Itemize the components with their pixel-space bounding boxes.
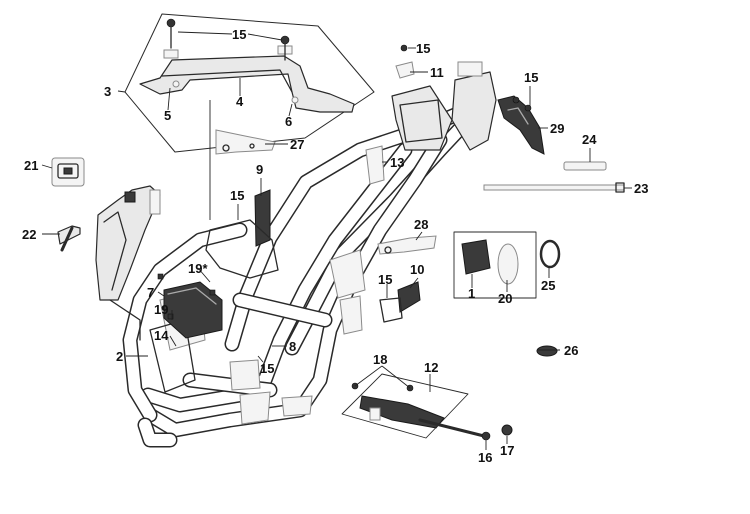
callout-21: 21	[24, 158, 38, 173]
callout-labels: 15 15 3 4 5 6 11 15 29 24 27 13 21 9 15 …	[22, 27, 648, 465]
part-2-rear-mount	[95, 185, 161, 341]
callout-18: 18	[373, 352, 387, 367]
callout-15: 15	[232, 27, 246, 42]
part-25-band	[539, 239, 561, 269]
callout-3: 3	[104, 84, 111, 99]
part-21-clip	[51, 157, 85, 187]
callout-28: 28	[414, 217, 428, 232]
callout-6: 6	[285, 114, 292, 129]
callout-7: 7	[147, 285, 154, 300]
part-7-plate	[157, 273, 223, 339]
main-frame	[122, 61, 497, 448]
part-17-nut	[501, 424, 513, 436]
leader-lines	[41, 31, 632, 450]
part-1-reflector-assembly	[453, 231, 537, 299]
callout-5: 5	[164, 108, 171, 123]
callout-15: 15	[230, 188, 244, 203]
part-29-bracket	[497, 95, 545, 155]
part-24-strip	[563, 161, 607, 171]
callout-2: 2	[116, 349, 123, 364]
callout-9: 9	[256, 162, 263, 177]
callout-27: 27	[290, 137, 304, 152]
callout-15: 15	[378, 272, 392, 287]
callout-19: 19	[154, 302, 168, 317]
part-28-bracket	[377, 235, 437, 255]
callout-22: 22	[22, 227, 36, 242]
callout-15: 15	[260, 361, 274, 376]
callout-29: 29	[550, 121, 564, 136]
callout-14: 14	[154, 328, 169, 343]
callout-23: 23	[634, 181, 648, 196]
callout-8: 8	[289, 339, 296, 354]
callout-13: 13	[390, 155, 404, 170]
part-16-bolt	[418, 418, 491, 441]
callout-11: 11	[430, 65, 444, 80]
part-13-bracket	[365, 145, 385, 185]
callout-1: 1	[468, 286, 475, 301]
callout-12: 12	[424, 360, 438, 375]
callout-24: 24	[582, 132, 597, 147]
callout-16: 16	[478, 450, 492, 465]
part-23-rod	[483, 182, 625, 193]
part-9-footrest	[205, 189, 279, 279]
callout-19-asterisk: 19*	[188, 261, 208, 276]
callout-26: 26	[564, 343, 578, 358]
part-26-plug	[536, 345, 558, 357]
callout-4: 4	[236, 94, 244, 109]
callout-17: 17	[500, 443, 514, 458]
part-10-footrest	[379, 281, 421, 323]
callout-10: 10	[410, 262, 424, 277]
callout-15: 15	[524, 70, 538, 85]
callout-20: 20	[498, 291, 512, 306]
part-27-bracket	[215, 129, 276, 155]
part-11-clamp	[395, 44, 415, 79]
callout-25: 25	[541, 278, 555, 293]
part-22-hex-key	[57, 225, 81, 252]
bracket-assembly-panel	[124, 13, 375, 153]
callout-15: 15	[416, 41, 430, 56]
